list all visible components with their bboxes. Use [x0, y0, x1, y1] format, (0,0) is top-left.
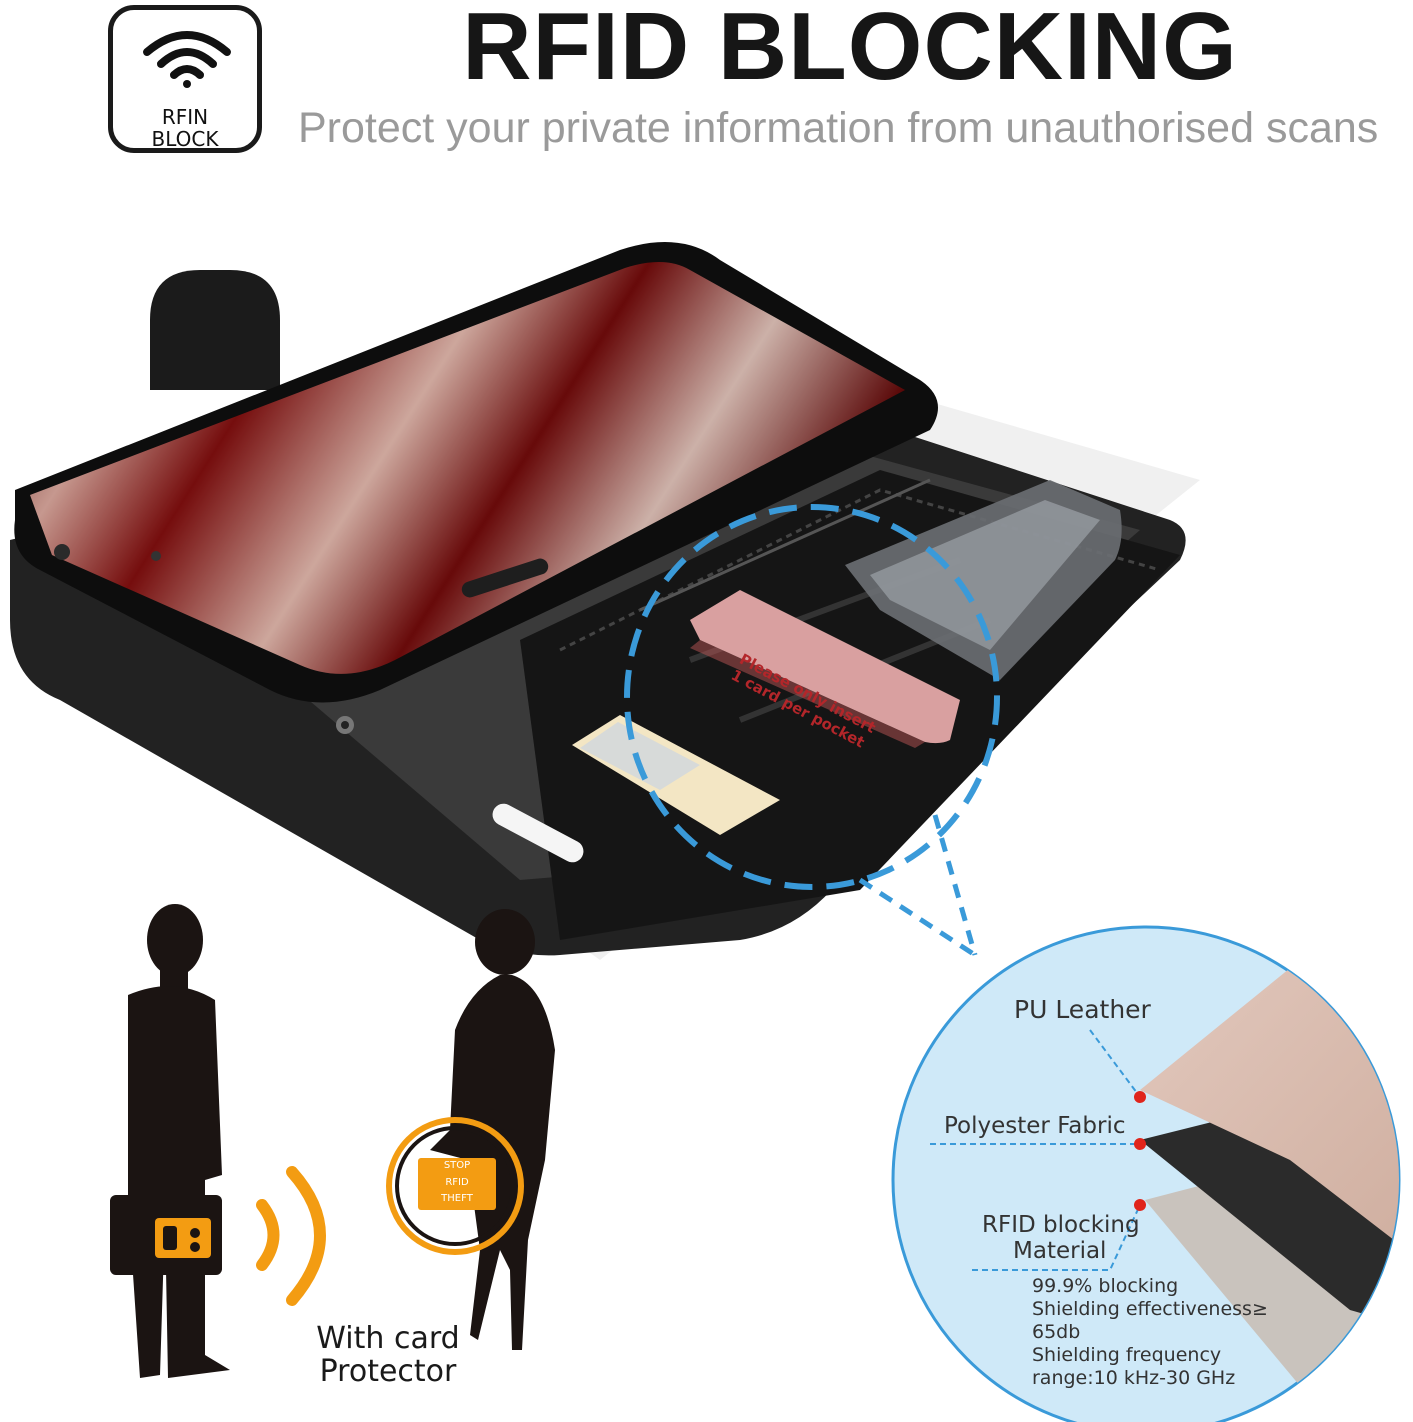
- marker-rfid: [1134, 1199, 1146, 1211]
- label-rfid-line-1: RFID blocking: [982, 1212, 1140, 1238]
- stop-rfid-badge: [418, 1158, 496, 1210]
- page-subtitle: Protect your private information from un…: [298, 104, 1379, 152]
- signal-arc-large: [286, 1166, 326, 1306]
- label-pu-leather: PU Leather: [1014, 995, 1151, 1024]
- label-polyester: Polyester Fabric: [944, 1113, 1126, 1139]
- page-title: RFID BLOCKING: [462, 0, 1238, 100]
- signal-arc-small: [256, 1199, 280, 1271]
- spec-line-5: range:10 kHz-30 GHz: [1032, 1367, 1236, 1389]
- caption-line-1: With card: [316, 1321, 460, 1356]
- rfid-block-badge: RFIN BLOCK: [108, 5, 262, 153]
- highlight-circle: [624, 504, 1000, 890]
- stop-badge-line-1: STOP: [443, 1160, 471, 1171]
- stop-badge-line-3: THEFT: [441, 1193, 473, 1204]
- spec-line-4: Shielding frequency: [1032, 1344, 1222, 1366]
- marker-polyester: [1134, 1138, 1146, 1150]
- spec-line-3: 65db: [1032, 1321, 1081, 1343]
- man-silhouette: [110, 904, 230, 1378]
- spec-line-2: Shielding effectiveness≥: [1032, 1298, 1268, 1320]
- spec-line-1: 99.9% blocking: [1032, 1275, 1179, 1297]
- badge-line-2: BLOCK: [151, 127, 219, 151]
- card-protector-caption: With card Protector: [308, 1322, 468, 1388]
- wifi-icon: [143, 31, 231, 88]
- badge-line-1: RFIN: [161, 105, 209, 129]
- shield-ring: [386, 1117, 524, 1255]
- label-rfid-line-2: Material: [1013, 1238, 1107, 1264]
- caption-line-2: Protector: [319, 1354, 457, 1389]
- phone: [14, 242, 939, 703]
- spec-list: 99.9% blocking Shielding effectiveness≥ …: [1032, 1275, 1332, 1390]
- stop-badge-line-2: RFID: [445, 1177, 469, 1188]
- marker-pu: [1134, 1091, 1146, 1103]
